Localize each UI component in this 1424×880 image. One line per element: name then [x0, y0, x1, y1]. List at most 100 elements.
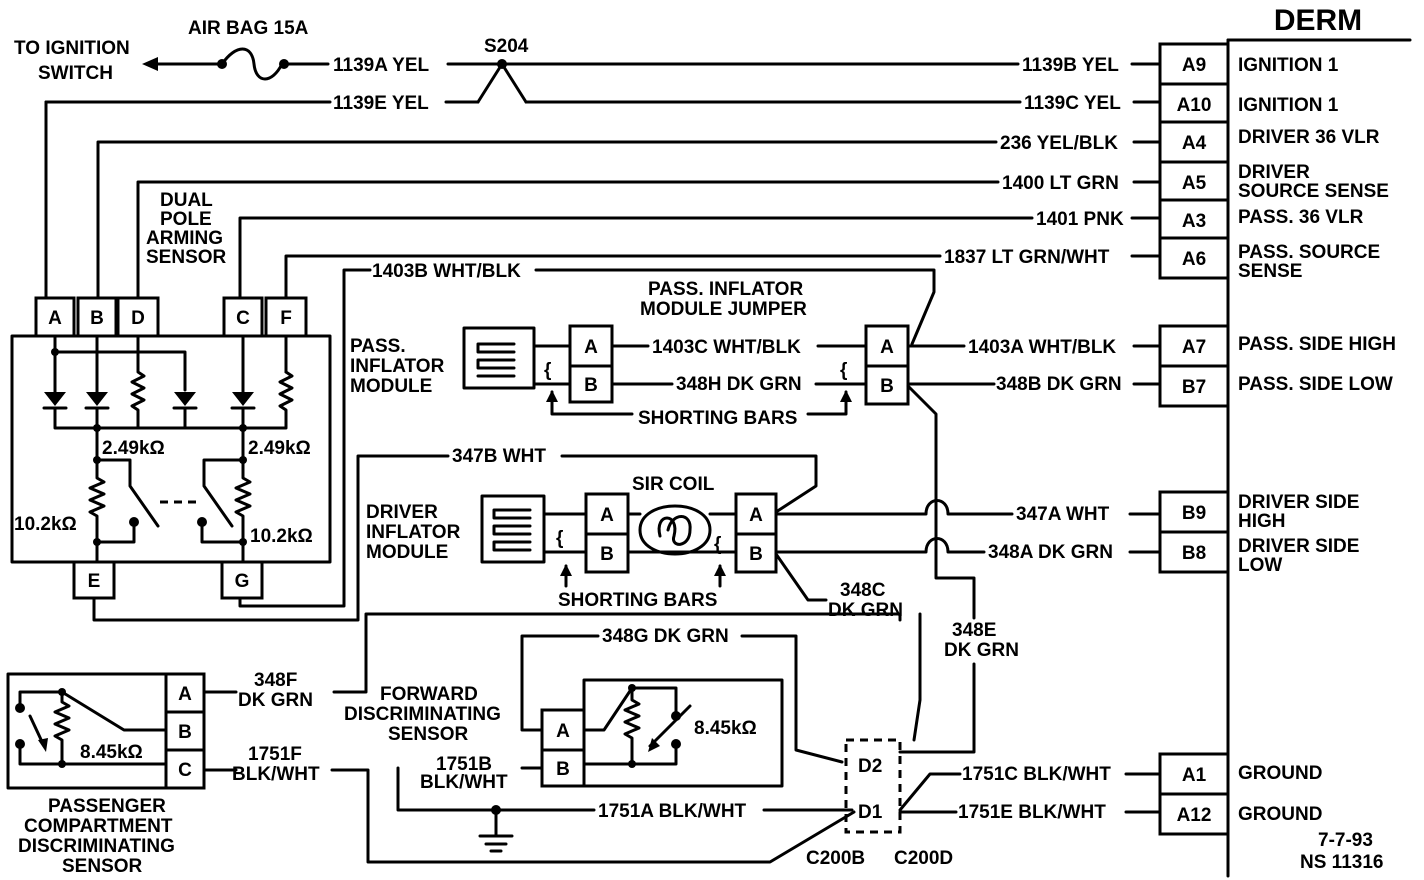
derm-pin-label: A6 [1182, 249, 1206, 270]
squib-icon [492, 508, 532, 552]
wire-1139b-label: 1139B YEL [1022, 55, 1119, 76]
wire-1751e-label: 1751E BLK/WHT [958, 802, 1106, 823]
passenger-sensor-label: DISCRIMINATING [18, 836, 175, 857]
arming-sensor-title: POLE [160, 209, 212, 230]
wire-1139e-label: 1139E YEL [333, 93, 429, 114]
passenger-sensor-label: PASSENGER [48, 796, 166, 817]
wire-348e [898, 662, 976, 754]
wire-347a [774, 499, 1014, 516]
wire-348c-label: 348C [840, 580, 886, 601]
wire-splice-branch [476, 62, 528, 104]
wire-1401-label: 1401 PNK [1036, 209, 1124, 230]
wire-348f-label: DK GRN [238, 690, 313, 711]
wire-1751f [330, 768, 856, 864]
wire-1400 [136, 180, 1000, 300]
terminal-label: B [749, 544, 763, 565]
wire-348g [740, 634, 844, 764]
driver-connector-a: A [584, 492, 630, 536]
derm-pin-function: GROUND [1238, 763, 1322, 784]
shorting-bracket: { [556, 528, 563, 549]
wire-348c-label: DK GRN [828, 600, 903, 621]
arming-sensor-title: DUAL [160, 190, 213, 211]
pass-jumper-label: PASS. INFLATOR [648, 279, 803, 300]
terminal-label: D [131, 308, 145, 329]
derm-pin-function: PASS. SIDE HIGH [1238, 334, 1396, 355]
derm-pin-a5: A5 DRIVER SOURCE SENSE [1158, 160, 1389, 204]
passenger-sensor-label: COMPARTMENT [24, 816, 173, 837]
derm-pin-a3: A3 PASS. 36 VLR [1158, 198, 1364, 242]
derm-pin-b8: B8 DRIVER SIDE LOW [1158, 530, 1359, 576]
derm-pin-a1: A1 GROUND [1158, 752, 1322, 796]
wire-1751c [898, 772, 962, 812]
sir-coil-icon [657, 515, 692, 546]
derm-pin-function: IGNITION 1 [1238, 55, 1339, 76]
terminal-label: B [178, 722, 192, 743]
terminal-label: B [90, 308, 104, 329]
derm-pin-function-line1: DRIVER SIDE [1238, 536, 1359, 557]
wire-1403a-label: 1403A WHT/BLK [968, 337, 1116, 358]
forward-sensor-circuit [582, 684, 692, 768]
wire-347a-label: 347A WHT [1016, 504, 1110, 525]
passenger-terminal-a: A [164, 672, 206, 714]
terminal-label: A [880, 337, 894, 358]
wire-348g-label: 348G DK GRN [602, 626, 729, 647]
terminal-label: A [178, 684, 192, 705]
derm-pin-function-line2: SOURCE SENSE [1238, 181, 1389, 202]
derm-pin-function: PASS. 36 VLR [1238, 207, 1364, 228]
fuse-icon [220, 47, 284, 81]
forward-terminal-a: A [540, 708, 586, 752]
wire-348f [332, 612, 902, 694]
arming-terminal-d: D [116, 296, 160, 338]
terminal-label: B [556, 759, 570, 780]
terminal-label: G [235, 571, 250, 592]
wire-348f-label: 348F [254, 670, 297, 691]
arming-internal-circuit [42, 334, 294, 564]
derm-pin-label: B8 [1182, 543, 1206, 564]
derm-pin-label: A3 [1182, 211, 1206, 232]
connector-c200d: C200D [894, 848, 953, 869]
resistor-2-49k-label: 2.49kΩ [248, 438, 311, 459]
wire-1403b [534, 268, 936, 346]
pass-inflator-body [462, 326, 536, 390]
passenger-sensor-circuit [15, 688, 168, 768]
pass-connector-a: A [568, 324, 614, 368]
terminal-label: B [584, 375, 598, 396]
wire-1403c-label: 1403C WHT/BLK [652, 337, 801, 358]
wire-1400-label: 1400 LT GRN [1002, 173, 1119, 194]
wire-1751c-label: 1751C BLK/WHT [962, 764, 1111, 785]
wire-1751b-label: BLK/WHT [420, 772, 508, 793]
footer-date: 7-7-93 [1318, 830, 1373, 851]
ground-icon [478, 808, 514, 853]
wire-348c [912, 612, 922, 742]
terminal-label: A [48, 308, 62, 329]
connector-d2: D2 [858, 756, 882, 777]
terminal-label: A [584, 337, 598, 358]
wire-347b [560, 454, 818, 514]
terminal-label: A [556, 721, 570, 742]
wire-1403b [238, 268, 372, 608]
wire-1751b-label: 1751B [436, 754, 492, 775]
squib-icon [476, 342, 516, 378]
forward-sensor-label: SENSOR [388, 724, 469, 745]
footer-ref: NS 11316 [1300, 852, 1383, 873]
derm-pin-function-line2: HIGH [1238, 511, 1286, 532]
arming-terminal-a: A [34, 296, 76, 338]
driver-coil-b: B [734, 532, 778, 574]
wire-236 [96, 140, 998, 300]
passenger-terminal-c: C [164, 748, 206, 790]
arming-sensor-title: ARMING [146, 228, 223, 249]
c200-connector [844, 738, 902, 834]
arrow-left-icon [142, 57, 158, 71]
wire-1139c-label: 1139C YEL [1024, 93, 1121, 114]
forward-sensor-label: DISCRIMINATING [344, 704, 501, 725]
splice-s204-label: S204 [484, 36, 529, 57]
resistor-10-2k-label: 10.2kΩ [250, 526, 313, 547]
derm-pin-a10: A10 IGNITION 1 [1158, 82, 1339, 126]
wire-348a-label: 348A DK GRN [988, 542, 1113, 563]
driver-connector-b: B [584, 532, 630, 574]
wire-348h-label: 348H DK GRN [676, 374, 802, 395]
shorting-bars-label: SHORTING BARS [558, 590, 717, 611]
wire-1837 [284, 254, 942, 300]
arming-terminal-f: F [264, 296, 308, 338]
pass-inflator-label: PASS. [350, 336, 406, 357]
